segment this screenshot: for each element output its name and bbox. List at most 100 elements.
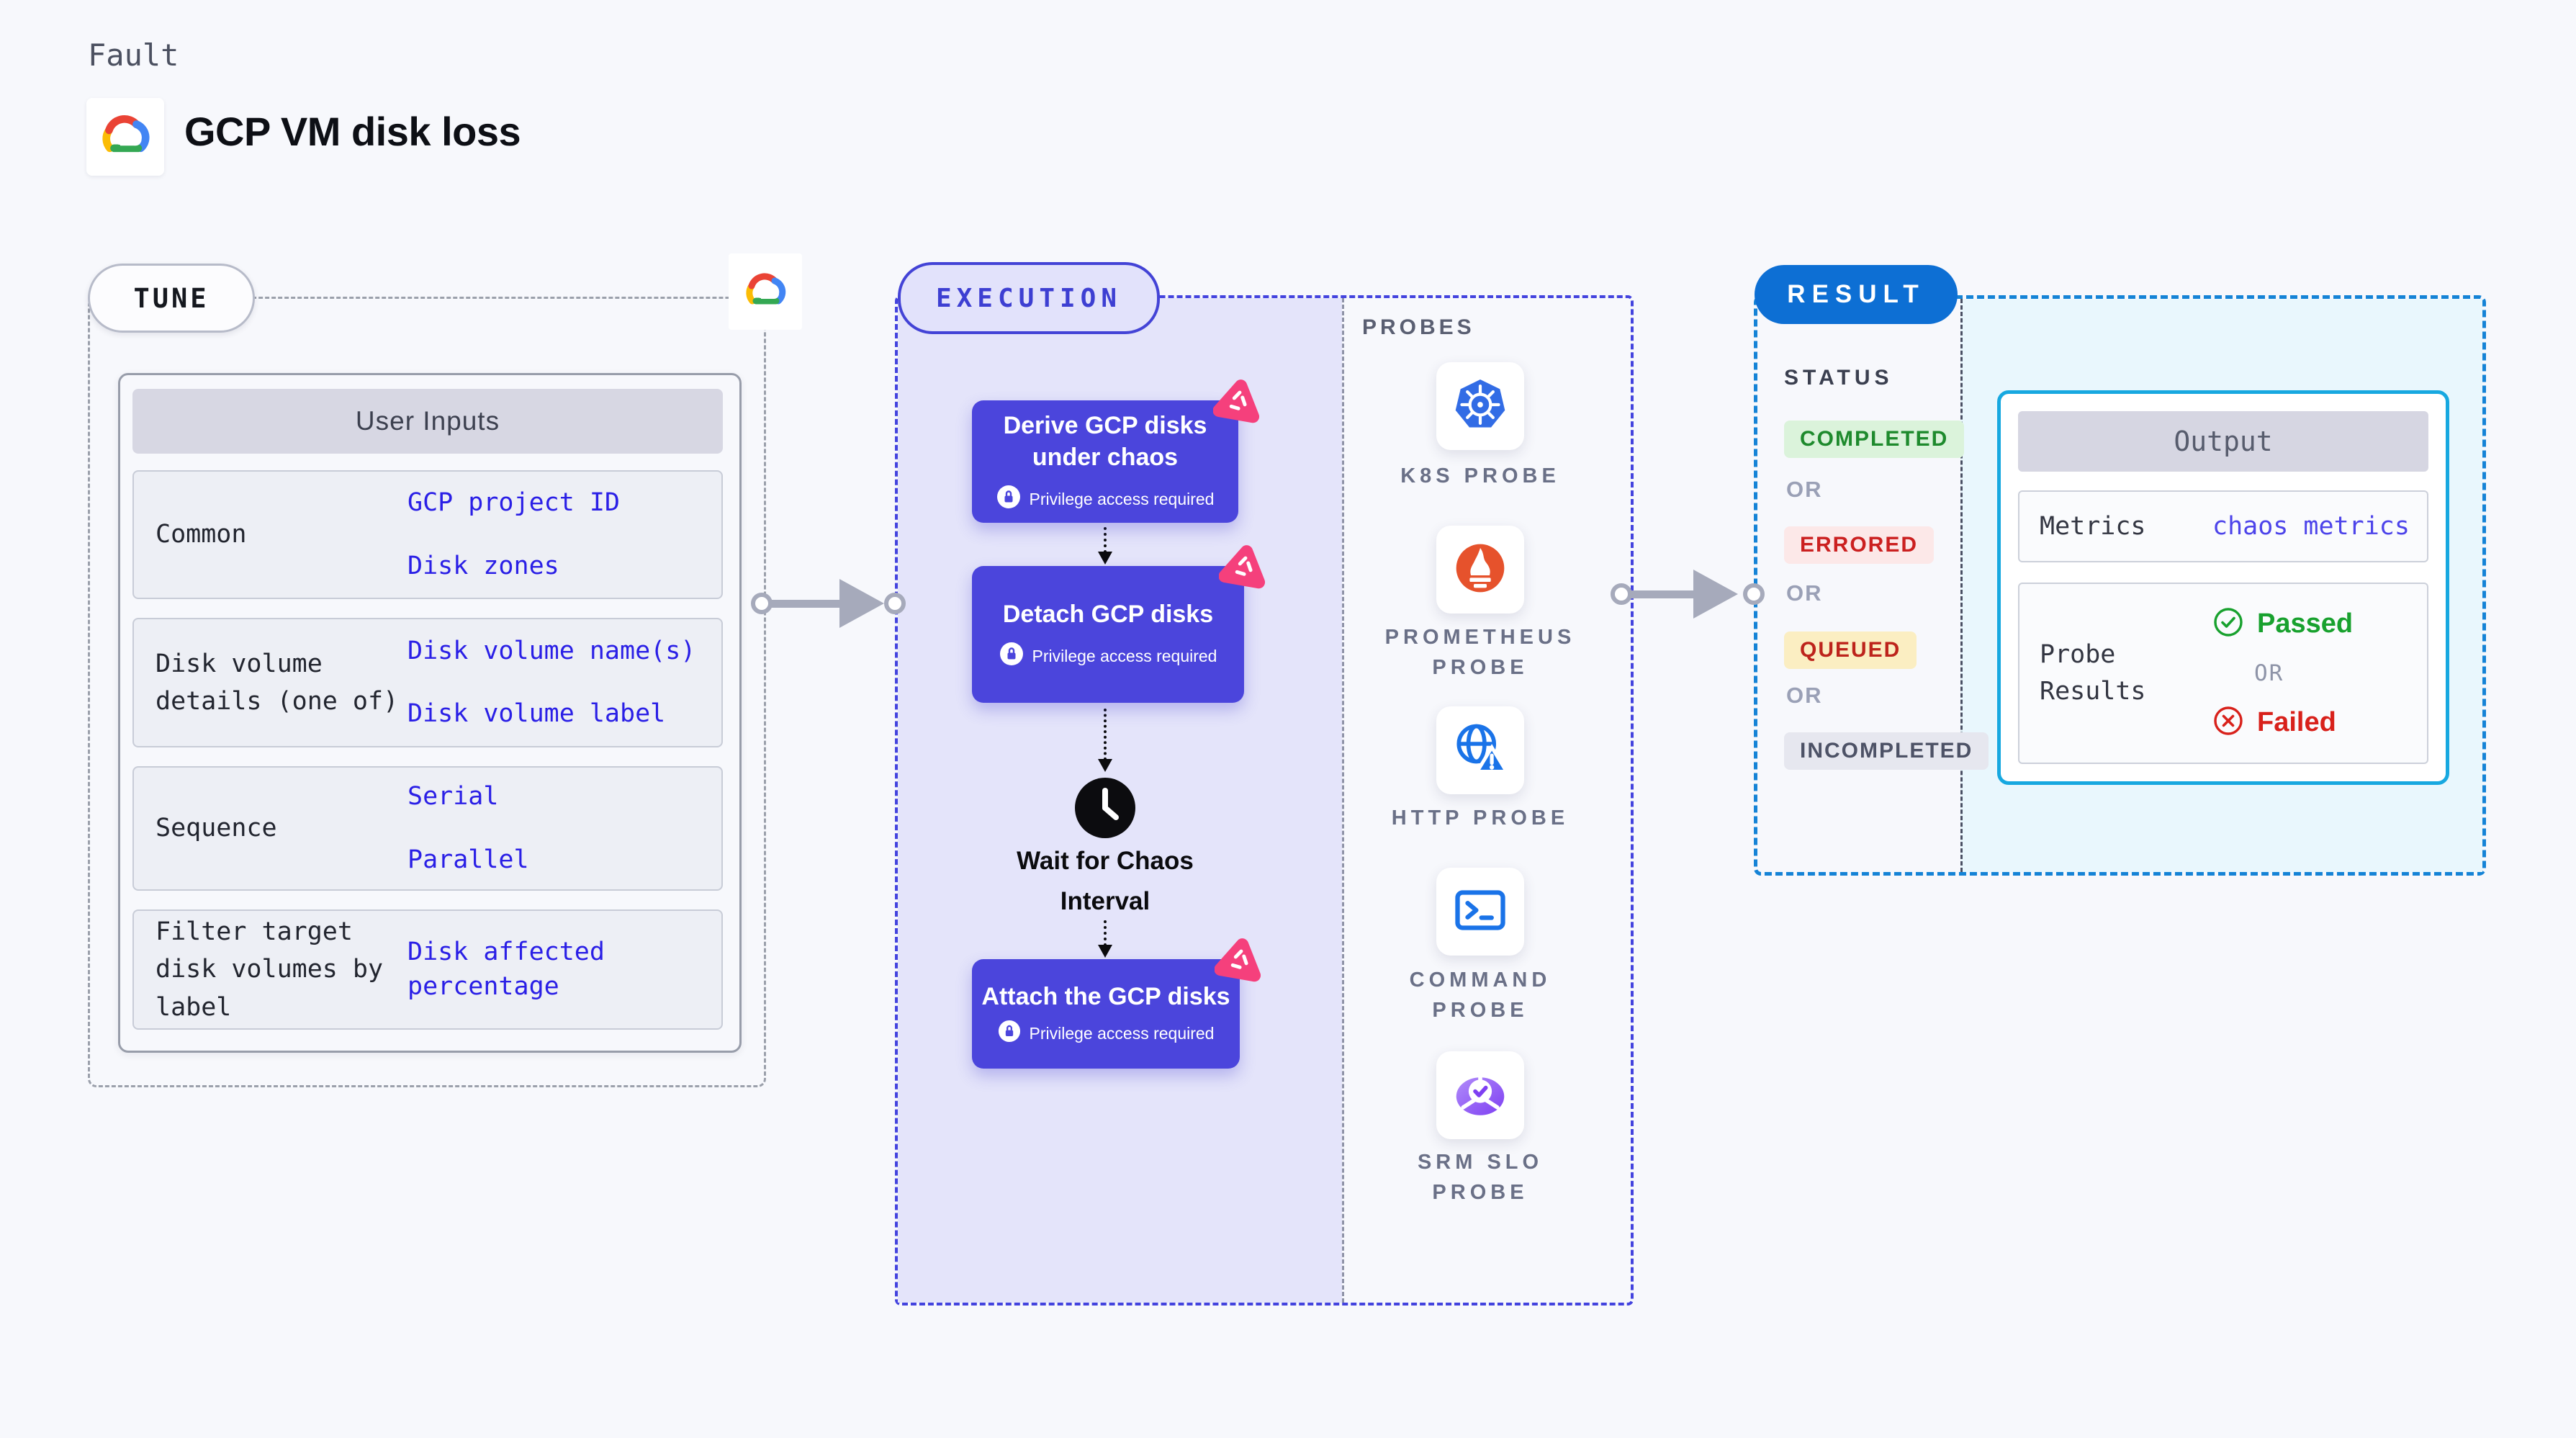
connector-dot <box>884 593 906 614</box>
flow-connector <box>1104 920 1107 946</box>
row-label: Sequence <box>156 814 277 843</box>
privilege-note: Privilege access required <box>1029 1023 1215 1043</box>
passed-label: Passed <box>2257 608 2354 639</box>
tune-corner-gcp-tile <box>729 253 802 330</box>
arrow-head-icon <box>1098 552 1112 565</box>
tune-badge-label: TUNE <box>133 282 210 314</box>
probe-card-command <box>1436 868 1524 956</box>
probe-label: K8S PROBE <box>1400 464 1560 487</box>
tune-to-execution-arrow <box>769 600 848 608</box>
fault-eyebrow: Fault <box>88 37 179 73</box>
output-card: Output Metrics chaos metrics Probe Resul… <box>1997 390 2449 785</box>
row-label: Common <box>156 520 247 549</box>
arrow-head-icon <box>1098 945 1112 958</box>
kubernetes-icon <box>1450 374 1510 439</box>
table-row: Common GCP project ID Disk zones <box>132 470 723 599</box>
user-inputs-header: User Inputs <box>132 389 723 454</box>
row-value: Disk volume label <box>407 699 666 728</box>
metrics-value: chaos metrics <box>2212 512 2410 541</box>
litmus-chaos-icon <box>1212 375 1264 426</box>
flow-connector <box>1104 709 1107 760</box>
x-circle-icon <box>2212 705 2244 740</box>
table-row: Disk volume details (one of) Disk volume… <box>132 618 723 747</box>
result-badge: RESULT <box>1755 265 1958 324</box>
lock-icon <box>996 485 1021 513</box>
status-badge-incompleted: INCOMPLETED <box>1784 732 1989 770</box>
gcp-logo-tile <box>86 98 164 176</box>
arrow-head-icon <box>1693 570 1738 619</box>
litmus-chaos-icon <box>1218 541 1269 591</box>
flow-connector <box>1104 527 1107 553</box>
tune-badge: TUNE <box>88 264 255 333</box>
check-circle-icon <box>2212 606 2244 642</box>
probe-card-k8s <box>1436 362 1524 450</box>
probe-card-http <box>1436 706 1524 794</box>
or-separator: OR <box>1786 477 1823 502</box>
step-title: Derive GCP disks under chaos <box>1003 411 1207 471</box>
srm-slo-icon <box>1450 1064 1510 1128</box>
table-row: Filter target disk volumes by label Disk… <box>132 909 723 1030</box>
row-label: Disk volume details (one of) <box>156 649 399 716</box>
probe-card-prometheus <box>1436 526 1524 614</box>
probes-heading: PROBES <box>1362 315 1475 339</box>
or-separator: OR <box>1786 683 1823 708</box>
or-separator: OR <box>1786 580 1823 606</box>
step-derive-gcp-disks: Derive GCP disks under chaos Privilege a… <box>972 400 1238 523</box>
output-title: Output <box>2174 426 2273 457</box>
gcp-cloud-icon <box>98 113 153 161</box>
failed-label: Failed <box>2257 707 2336 737</box>
connector-dot <box>1743 583 1765 605</box>
probes-divider <box>1342 298 1344 1303</box>
row-value: Disk affected percentage <box>407 938 605 1001</box>
tune-section-frame <box>88 297 766 1087</box>
execution-badge: EXECUTION <box>898 262 1160 334</box>
probe-results-row: Probe Results Passed OR <box>2018 583 2428 764</box>
status-badge-completed: COMPLETED <box>1784 421 1965 458</box>
row-value: Serial <box>407 782 499 812</box>
step-attach-gcp-disks: Attach the GCP disks Privilege access re… <box>972 959 1240 1069</box>
step-detach-gcp-disks: Detach GCP disks Privilege access requir… <box>972 566 1244 703</box>
table-row: Sequence Serial Parallel <box>132 766 723 891</box>
prometheus-icon <box>1451 539 1509 601</box>
arrow-head-icon <box>1098 759 1112 772</box>
metrics-row: Metrics chaos metrics <box>2018 490 2428 562</box>
output-header: Output <box>2018 411 2428 472</box>
metrics-label: Metrics <box>2040 511 2146 541</box>
lock-icon <box>998 1020 1021 1047</box>
privilege-note: Privilege access required <box>1029 489 1215 508</box>
or-separator: OR <box>2254 660 2284 686</box>
execution-badge-label: EXECUTION <box>935 283 1122 313</box>
probe-label: PROMETHEUS PROBE <box>1384 626 1576 680</box>
lock-icon <box>999 642 1024 670</box>
connector-dot <box>1611 583 1632 605</box>
status-badge-errored: ERRORED <box>1784 526 1935 564</box>
gcp-cloud-icon <box>742 271 788 313</box>
step-title: Attach the GCP disks <box>981 982 1230 1010</box>
row-label: Filter target disk volumes by label <box>156 917 384 1022</box>
status-badge-queued: QUEUED <box>1784 632 1917 669</box>
page-title: GCP VM disk loss <box>184 109 521 154</box>
wait-for-chaos-label: Wait for Chaos Interval <box>1017 847 1194 915</box>
probe-results-label: Probe Results <box>2040 640 2146 706</box>
row-value: Parallel <box>407 845 529 874</box>
user-inputs-card <box>118 373 742 1053</box>
step-title: Detach GCP disks <box>1002 600 1214 628</box>
result-divider <box>1960 299 1963 872</box>
http-globe-icon <box>1450 719 1510 783</box>
privilege-note: Privilege access required <box>1032 646 1217 665</box>
result-badge-label: RESULT <box>1787 280 1925 308</box>
probe-label: COMMAND PROBE <box>1409 969 1552 1023</box>
probe-card-srm-slo <box>1436 1051 1524 1139</box>
status-heading: STATUS <box>1784 366 1893 390</box>
clock-icon <box>1073 776 1137 840</box>
command-terminal-icon <box>1450 880 1510 944</box>
row-value: Disk zones <box>407 551 559 580</box>
row-value: GCP project ID <box>407 488 621 518</box>
litmus-chaos-icon <box>1214 934 1265 984</box>
connector-dot <box>751 593 773 614</box>
probe-label: HTTP PROBE <box>1391 806 1570 830</box>
row-value: Disk volume name(s) <box>407 636 696 665</box>
user-inputs-title: User Inputs <box>355 406 500 436</box>
probes-to-result-arrow <box>1629 590 1702 598</box>
